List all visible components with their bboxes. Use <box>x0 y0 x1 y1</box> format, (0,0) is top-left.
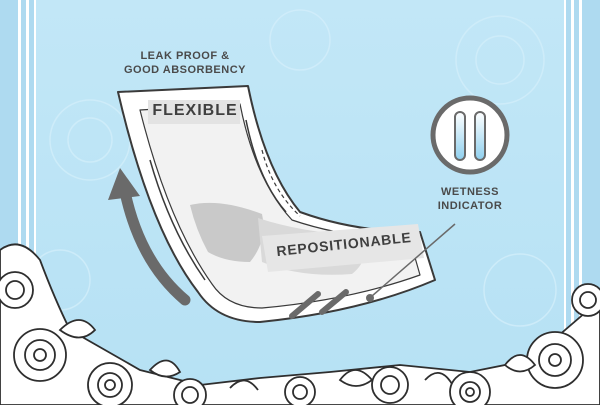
flower <box>371 366 409 404</box>
flower <box>173 378 207 405</box>
flower <box>571 283 600 317</box>
curved-arrow-icon <box>108 168 191 306</box>
leak-proof-label: LEAK PROOF & GOOD ABSORBENCY <box>124 50 246 76</box>
flower <box>87 362 133 405</box>
flower <box>0 271 34 309</box>
flower <box>284 376 316 405</box>
flower <box>449 371 491 405</box>
floral-border <box>0 243 600 405</box>
flexible-label: FLEXIBLE <box>152 102 238 119</box>
flower <box>13 328 67 382</box>
flower <box>526 331 584 389</box>
incontinence-pad-illustration <box>117 85 456 323</box>
wetness-indicator-label: WETNESS INDICATOR <box>437 186 503 212</box>
wetness-indicator-icon <box>430 95 510 175</box>
